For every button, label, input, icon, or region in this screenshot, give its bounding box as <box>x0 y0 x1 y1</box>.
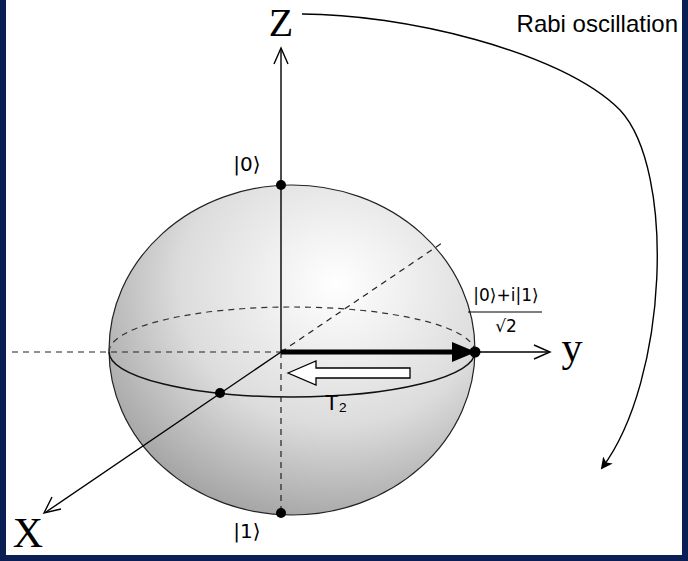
axis-label: X <box>11 510 45 556</box>
state-dot <box>470 347 481 358</box>
rabi-arrow <box>302 14 657 468</box>
z-axis <box>280 50 281 352</box>
y-axis <box>475 351 548 352</box>
state-dot <box>276 180 286 190</box>
decay-arrow <box>288 361 410 385</box>
rotation-label: Rabi oscillation <box>515 10 680 37</box>
equator-front <box>109 352 475 397</box>
axis-arrowhead <box>534 345 550 359</box>
state-label: |0⟩ <box>231 153 262 176</box>
axis-arrowhead <box>274 48 288 64</box>
axis-arrowhead <box>44 497 61 513</box>
dashed-axis <box>281 241 445 352</box>
state-label: |1⟩ <box>231 520 262 543</box>
state-dot <box>276 508 286 518</box>
x-axis <box>46 352 281 512</box>
sphere <box>109 185 475 515</box>
dashed-axis <box>280 352 281 513</box>
state-label: |0⟩+i|1⟩ <box>471 286 540 306</box>
state-label: √2 <box>493 317 519 337</box>
fraction-bar <box>468 311 542 312</box>
axis-label: y <box>560 324 585 370</box>
state-dot <box>215 388 225 398</box>
decay-label: T₂ <box>323 390 349 415</box>
state-vector <box>281 350 456 355</box>
dashed-axis <box>12 351 281 352</box>
axis-label: Z <box>267 1 295 45</box>
